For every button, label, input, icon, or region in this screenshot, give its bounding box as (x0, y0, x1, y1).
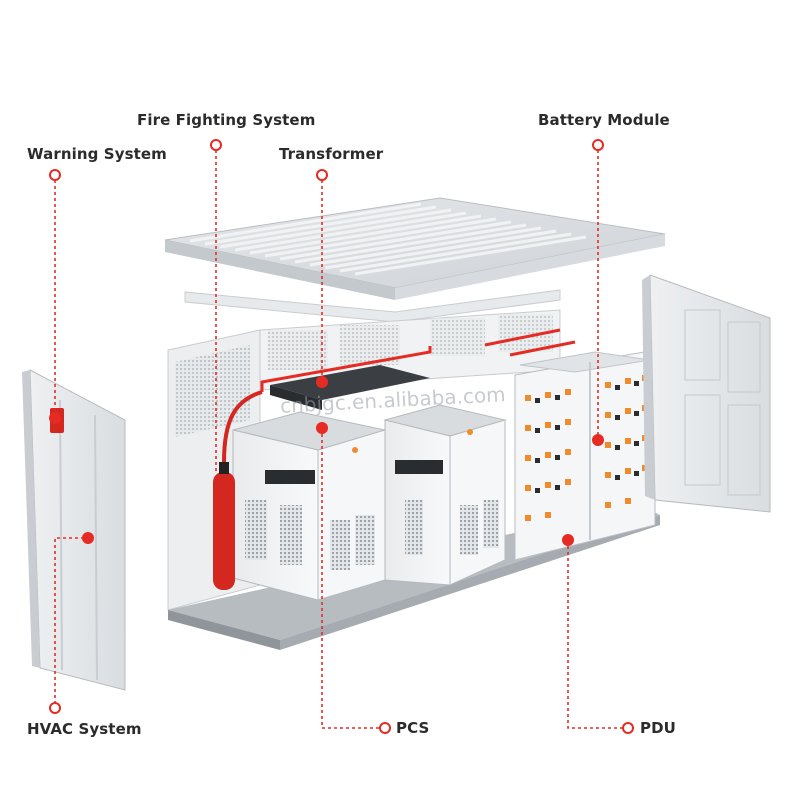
fire-anchor-ring (210, 139, 222, 151)
hvac-dot (82, 532, 94, 544)
container-roof (164, 197, 666, 300)
leader-pdu (567, 540, 624, 729)
pcs-cabinet-left (232, 411, 386, 601)
callout-markers (49, 139, 634, 734)
pdu-dot (562, 534, 574, 546)
pcs-cabinet-right (383, 404, 507, 586)
battery-anchor-ring (592, 139, 604, 151)
hvac-side-door (22, 369, 126, 691)
transformer-unit (270, 365, 430, 410)
leader-pcs (321, 428, 382, 729)
label-pcs: PCS (396, 719, 430, 737)
pcs-dot (316, 422, 328, 434)
label-fire-fighting-system: Fire Fighting System (137, 111, 316, 129)
pdu-anchor-ring (622, 722, 634, 734)
leader-hvac (54, 537, 90, 705)
hvac-anchor-ring (49, 702, 61, 714)
container-ceiling-frame (184, 289, 561, 323)
right-side-door (642, 274, 771, 513)
label-hvac-system: HVAC System (27, 720, 142, 738)
callout-lines (54, 150, 624, 729)
label-transformer: Transformer (279, 145, 384, 163)
label-battery-module: Battery Module (538, 111, 670, 129)
label-pdu: PDU (640, 719, 676, 737)
label-warning-system: Warning System (27, 145, 167, 163)
transformer-anchor-ring (316, 169, 328, 181)
warning-anchor-ring (49, 169, 61, 181)
fire-pipe-network (260, 328, 576, 392)
battery-racks (514, 349, 656, 561)
pcs-anchor-ring (379, 722, 391, 734)
battery-dot (592, 434, 604, 446)
warning-dot (49, 412, 61, 424)
fire-extinguisher (213, 390, 263, 590)
transformer-dot (316, 376, 328, 388)
